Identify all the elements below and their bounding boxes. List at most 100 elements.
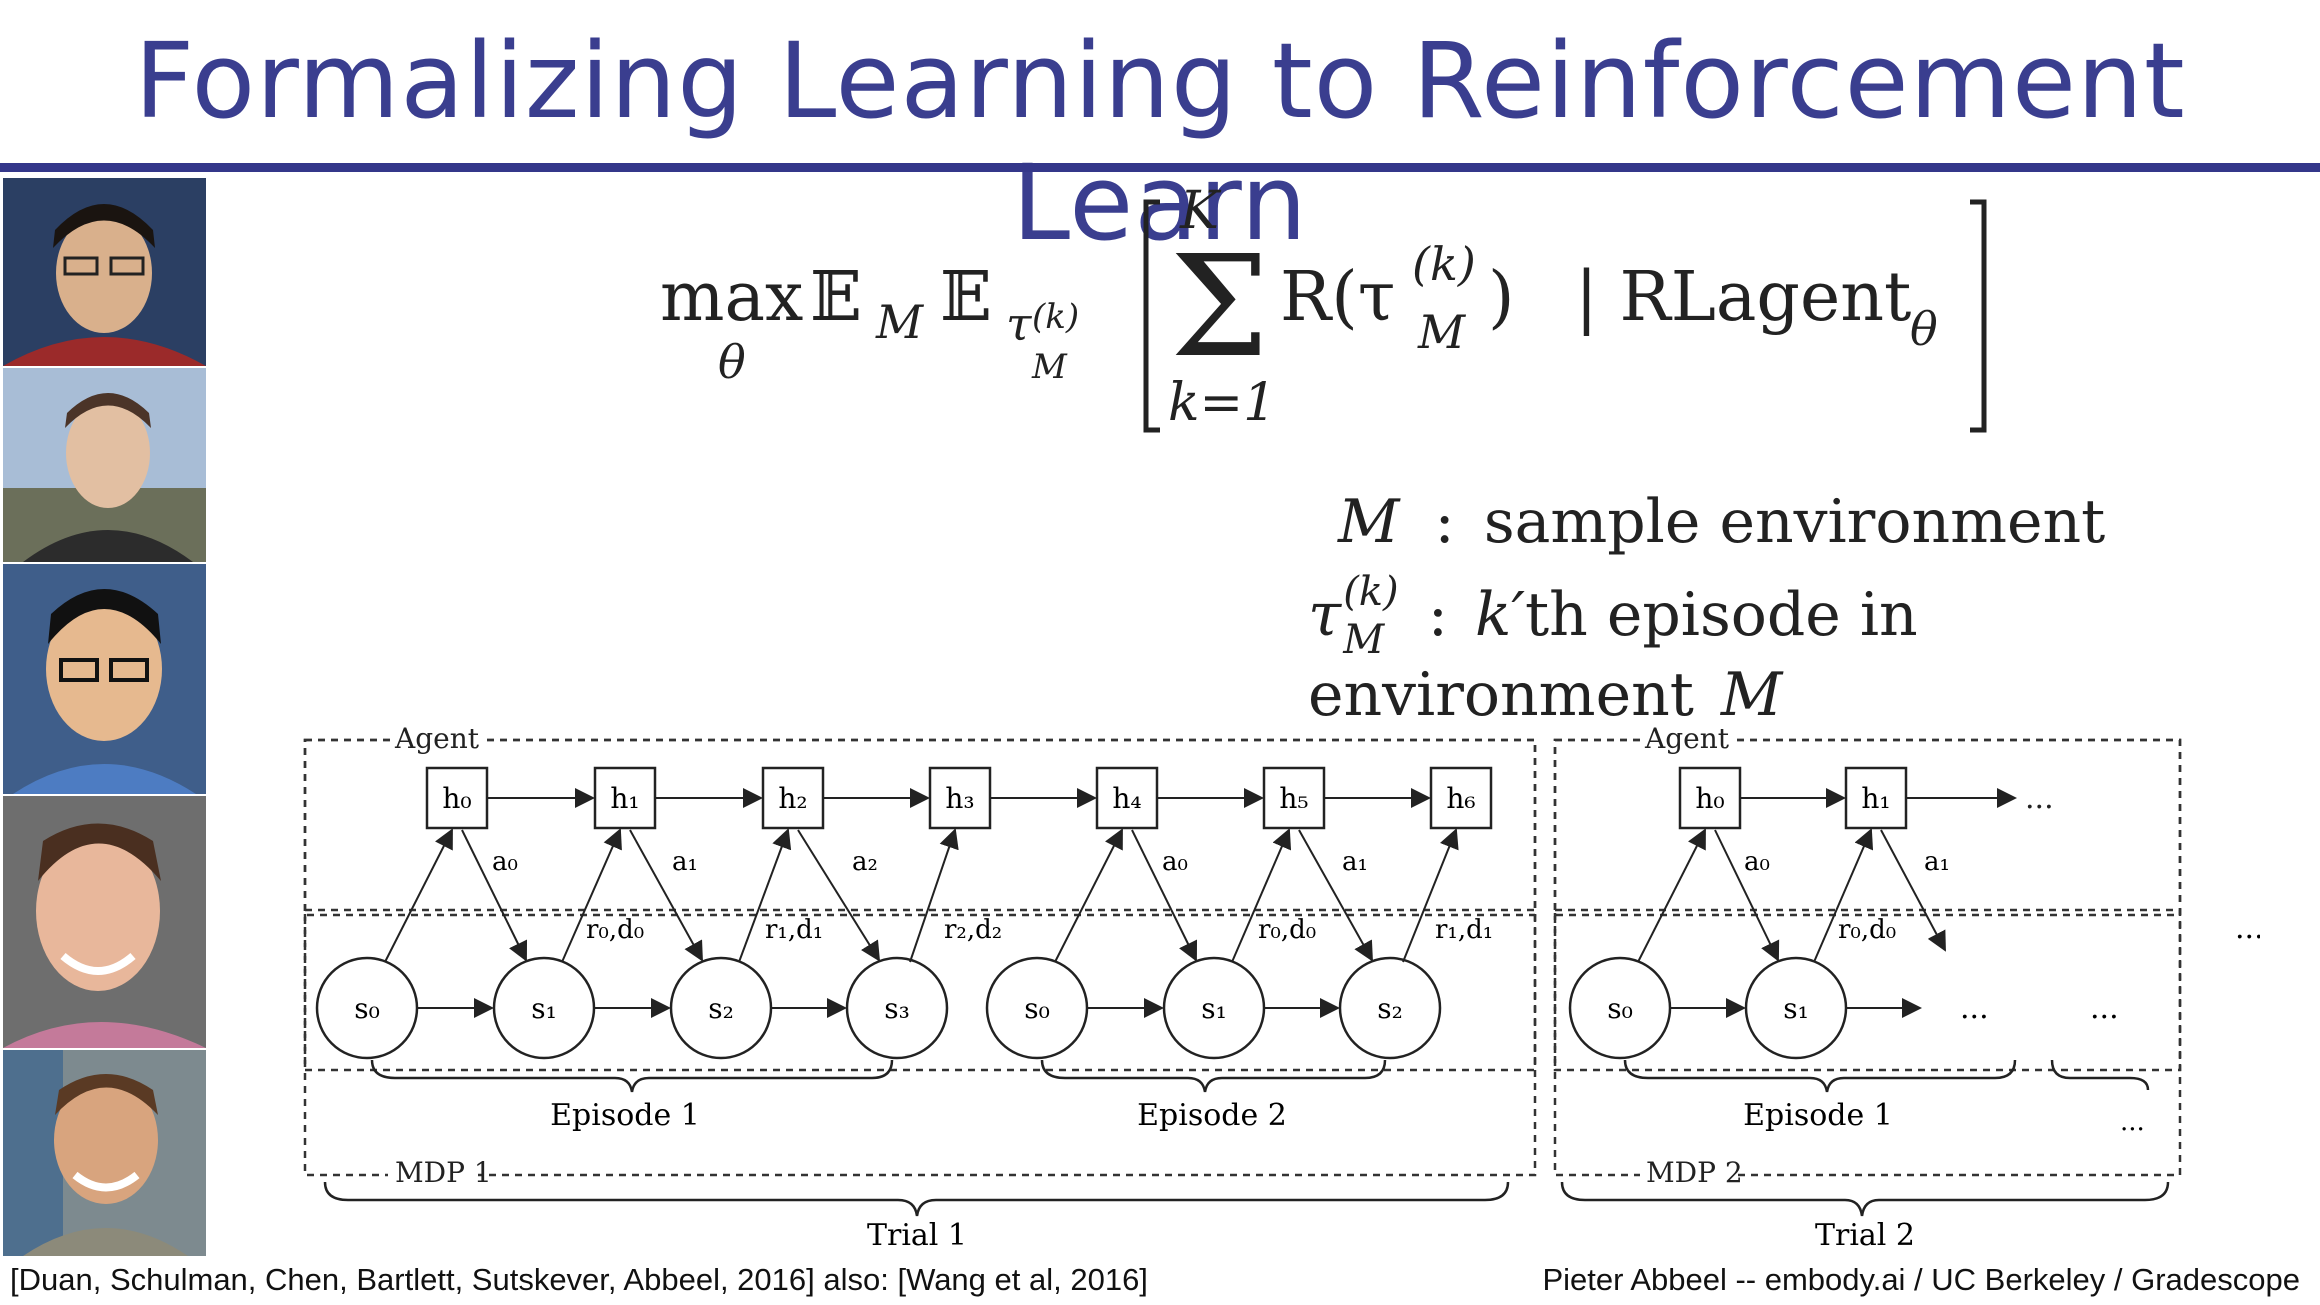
author-photo-3	[3, 564, 206, 794]
svg-text:h₀: h₀	[1695, 782, 1724, 815]
title-underline	[0, 163, 2320, 172]
author-photo-5	[3, 1050, 206, 1256]
hidden-h3: h₃	[928, 766, 992, 830]
conditional-agent: | RLagent	[1575, 258, 1911, 337]
episode1-label: Episode 1	[550, 1098, 700, 1133]
citation-footer: [Duan, Schulman, Chen, Bartlett, Sutskev…	[10, 1262, 1148, 1297]
reward-label-2: r₁,d₁	[765, 915, 823, 945]
expectation-env-subscript: M	[875, 295, 925, 349]
trial2-label: Trial 2	[1815, 1218, 1915, 1253]
svg-text:s₁: s₁	[1783, 992, 1809, 1025]
state-s1-mdp2: s₁	[1744, 956, 1848, 1060]
reward-label-5: r₁,d₁	[1435, 915, 1493, 945]
agent-box-mdp1	[303, 738, 1537, 917]
objective-equation: max θ 𝔼 M 𝔼 τ (k) M K Σ k=1 R(τ (k) M ) …	[640, 180, 2000, 450]
agent-ellipsis: ...	[2025, 781, 2054, 816]
trial1-label: Trial 1	[867, 1218, 967, 1253]
hidden-h4: h₄	[1095, 766, 1159, 830]
svg-text:s₂: s₂	[1377, 992, 1403, 1025]
state-s1-ep1: s₁	[492, 956, 596, 1060]
svg-text:h₃: h₃	[945, 782, 974, 815]
right-ellipsis: ...	[2235, 911, 2260, 946]
reward-superscript: (k)	[1412, 237, 1476, 291]
hidden-h2: h₂	[761, 766, 825, 830]
mdp2-frame	[1553, 738, 2182, 1177]
sum-upper-limit: K	[1179, 181, 1222, 241]
hidden-h0-mdp2: h₀	[1678, 766, 1742, 830]
right-bracket	[1970, 199, 1987, 433]
sum-lower-limit: k=1	[1168, 373, 1276, 433]
hidden-h5: h₅	[1262, 766, 1326, 830]
mdp2-label: MDP 2	[1646, 1156, 1743, 1189]
reward-label-4: r₀,d₀	[1258, 915, 1316, 945]
state-s2-ep2: s₂	[1338, 956, 1442, 1060]
agent-label-mdp2: Agent	[1644, 722, 1730, 755]
reward-term: R(τ	[1280, 258, 1395, 337]
reward-subscript: M	[1417, 305, 1467, 359]
max-operator: max	[660, 258, 803, 337]
action-label-mdp2-2: a₁	[1924, 847, 1950, 877]
author-photo-4	[3, 796, 206, 1048]
episode-ellipsis: ...	[2120, 1107, 2145, 1137]
rl2-diagram: Agent Agent MDP 1 MDP 2 h₀ h₁ h₂ h₃ h₄ h…	[303, 722, 2260, 1253]
svg-text:h₁: h₁	[1861, 782, 1890, 815]
reward-close: )	[1488, 258, 1515, 337]
traj-subscript: τ	[1006, 297, 1033, 351]
hidden-h1-mdp2: h₁	[1844, 766, 1908, 830]
svg-text:h₀: h₀	[442, 782, 471, 815]
trial1-brace	[323, 1181, 1510, 1217]
svg-text:s₂: s₂	[708, 992, 734, 1025]
definition-M: M : sample environment	[1338, 487, 2106, 557]
left-bracket	[1143, 199, 1160, 433]
svg-text:h₄: h₄	[1112, 782, 1141, 815]
episode2-brace	[1040, 1059, 1387, 1093]
sum-symbol: Σ	[1170, 226, 1269, 389]
svg-text:s₀: s₀	[1024, 992, 1050, 1025]
action-label-2: a₁	[672, 847, 698, 877]
expectation-traj: 𝔼	[940, 258, 992, 337]
svg-text:h₂: h₂	[778, 782, 807, 815]
episode2-label: Episode 2	[1137, 1098, 1287, 1133]
svg-text:h₅: h₅	[1279, 782, 1308, 815]
svg-text:s₃: s₃	[884, 992, 910, 1025]
state-s3-ep1: s₃	[845, 956, 949, 1060]
action-label-5: a₁	[1342, 847, 1368, 877]
svg-text:s₁: s₁	[1201, 992, 1227, 1025]
mdp2-episode-label: Episode 1	[1743, 1098, 1893, 1133]
state-s0-ep1: s₀	[315, 956, 419, 1060]
svg-text:h₁: h₁	[610, 782, 639, 815]
agent-label-mdp1: Agent	[394, 722, 480, 755]
partial-episode-brace	[2050, 1059, 2150, 1091]
state-s2-ep1: s₂	[669, 956, 773, 1060]
svg-text:s₀: s₀	[1607, 992, 1633, 1025]
hidden-h0: h₀	[425, 766, 489, 830]
state-ellipsis-1: ...	[1960, 991, 1989, 1026]
agent-subscript: θ	[1910, 302, 1938, 356]
state-s1-ep2: s₁	[1162, 956, 1266, 1060]
traj-superscript: (k)	[1032, 297, 1079, 337]
author-footer: Pieter Abbeel -- embody.ai / UC Berkeley…	[1542, 1262, 2300, 1297]
reward-label-3: r₂,d₂	[944, 915, 1002, 945]
episode1-brace	[370, 1059, 894, 1093]
svg-text:s₀: s₀	[354, 992, 380, 1025]
state-s0-mdp2: s₀	[1568, 956, 1672, 1060]
action-label-3: a₂	[852, 847, 878, 877]
state-s0-ep2: s₀	[985, 956, 1089, 1060]
max-subscript: θ	[718, 335, 746, 389]
mdp2-episode-brace	[1623, 1059, 2017, 1093]
state-ellipsis-2: ...	[2090, 991, 2119, 1026]
svg-text:s₁: s₁	[531, 992, 557, 1025]
trial2-brace	[1560, 1181, 2170, 1217]
action-label-mdp2-1: a₀	[1744, 847, 1770, 877]
reward-label-1: r₀,d₀	[586, 915, 644, 945]
action-label-1: a₀	[492, 847, 518, 877]
reward-label-mdp2: r₀,d₀	[1838, 915, 1896, 945]
env-box-mdp1	[303, 908, 1537, 1072]
hidden-h6: h₆	[1429, 766, 1493, 830]
hidden-h1: h₁	[593, 766, 657, 830]
action-label-4: a₀	[1162, 847, 1188, 877]
traj-sub-env: M	[1031, 347, 1068, 387]
svg-text:h₆: h₆	[1446, 782, 1475, 815]
mdp1-frame	[303, 738, 1537, 1177]
definition-tau: τ(k)M : k′th episode in environment M	[1308, 569, 1918, 730]
